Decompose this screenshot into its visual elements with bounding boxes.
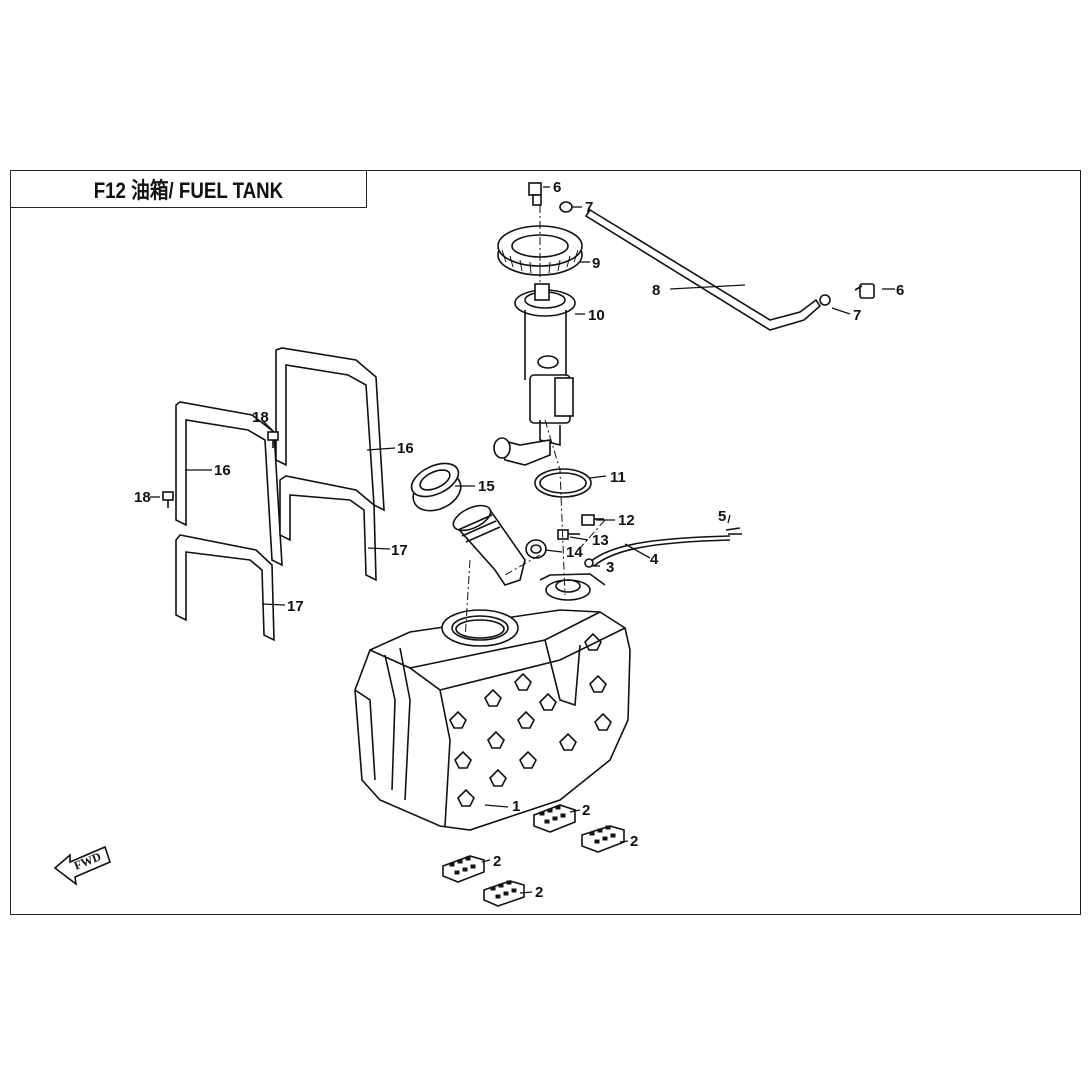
callout-2-a: 2 [582, 802, 590, 819]
filler-neck [452, 504, 526, 586]
lock-ring [497, 225, 583, 276]
forward-arrow: FWD [53, 845, 111, 886]
assembly-center-lines [464, 205, 606, 641]
callout-2-b: 2 [630, 833, 638, 850]
callout-13: 13 [592, 532, 609, 549]
callout-3: 3 [606, 559, 614, 576]
fuel-pump-assembly [493, 283, 576, 466]
callout-12: 12 [618, 512, 635, 529]
callout-16-a: 16 [397, 440, 414, 457]
callout-7-b: 7 [853, 307, 861, 324]
fuel-line [589, 527, 742, 567]
fuel-cap [410, 462, 462, 512]
pump-gasket [534, 468, 592, 498]
callout-1: 1 [512, 798, 520, 815]
tank-straps [162, 347, 385, 642]
title-box: F12 油箱/ FUEL TANK [10, 170, 367, 208]
tank-pads [442, 804, 625, 907]
callout-labels: 1 2 2 2 2 3 4 5 6 6 7 7 8 9 10 11 12 13 … [134, 179, 904, 901]
leader-lines [150, 186, 895, 894]
callout-5: 5 [718, 508, 726, 525]
callout-18-a: 18 [252, 409, 269, 426]
callout-2-c: 2 [493, 853, 501, 870]
hose-assembly [528, 182, 875, 331]
callout-17-b: 17 [287, 598, 304, 615]
callout-15: 15 [478, 478, 495, 495]
callout-6-a: 6 [553, 179, 561, 196]
callout-17-a: 17 [391, 542, 408, 559]
callout-14: 14 [566, 544, 583, 561]
callout-9: 9 [592, 255, 600, 272]
callout-18-b: 18 [134, 489, 151, 506]
callout-10: 10 [588, 307, 605, 324]
callout-2-d: 2 [535, 884, 543, 901]
callout-11: 11 [610, 469, 626, 486]
callout-6-b: 6 [896, 282, 904, 299]
diagram-frame [10, 170, 1081, 915]
callout-7-a: 7 [585, 199, 593, 216]
callout-4: 4 [650, 551, 659, 568]
fuel-tank [354, 573, 631, 831]
callout-8: 8 [652, 282, 660, 299]
callout-16-b: 16 [214, 462, 231, 479]
page-title: F12 油箱/ FUEL TANK [93, 177, 283, 203]
